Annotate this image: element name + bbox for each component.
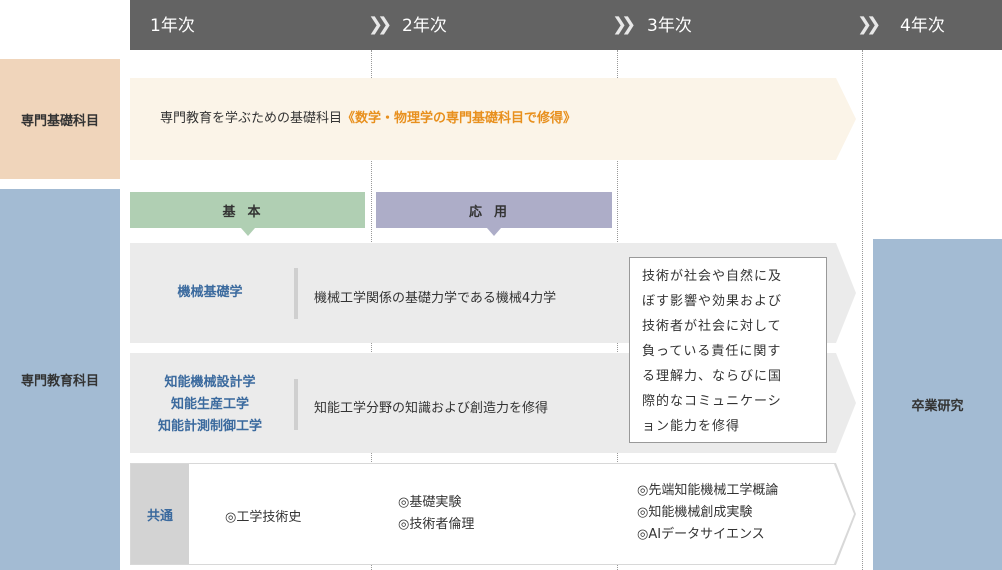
separator xyxy=(294,379,298,430)
basic-subjects-band: 専門教育を学ぶための基礎科目《数学・物理学の専門基礎科目で修得》 xyxy=(130,78,856,160)
chevron-icon: ❯❯ xyxy=(612,14,636,35)
tab-fundamental: 基本 xyxy=(130,192,365,228)
tab-applied: 応用 xyxy=(376,192,612,228)
row2-description: 知能工学分野の知識および創造力を修得 xyxy=(314,401,549,416)
outcome-line: る理解力、ならびに国 xyxy=(642,369,783,384)
chevron-icon: ❯❯ xyxy=(857,14,881,35)
category-basic-label: 専門基礎科目 xyxy=(0,59,120,179)
year-1-label: 1年次 xyxy=(150,16,195,36)
outcome-line: ぼす影響や効果および xyxy=(642,294,783,309)
common-subject: ◎工学技術史 xyxy=(225,510,302,525)
common-col-2: ◎基礎実験 ◎技術者倫理 xyxy=(398,492,474,536)
outcome-line: 技術者が社会に対して xyxy=(642,319,782,334)
common-label: 共通 xyxy=(131,464,189,564)
separator xyxy=(294,268,298,319)
common-subject: ◎技術者倫理 xyxy=(398,517,475,532)
common-subject: ◎先端知能機械工学概論 xyxy=(637,483,779,498)
row1-description: 機械工学関係の基礎力学である機械4力学 xyxy=(314,291,557,306)
common-col-3: ◎先端知能機械工学概論 ◎知能機械創成実験 ◎AIデータサイエンス xyxy=(637,480,778,546)
common-subjects-band xyxy=(131,464,854,564)
subject-intelligent-machine-design: 知能機械設計学 xyxy=(164,375,256,390)
tab-pointer xyxy=(241,228,255,236)
outcome-line: ョン能力を修得 xyxy=(642,419,741,434)
year-header xyxy=(130,0,1002,50)
outcome-line: 際的なコミュニケーシ xyxy=(642,394,782,409)
learning-outcome-box: 技術が社会や自然に及 ぼす影響や効果および 技術者が社会に対して 負っている責任… xyxy=(629,257,827,443)
basic-subjects-highlight: 《数学・物理学の専門基礎科目で修得》 xyxy=(342,111,577,126)
common-subject: ◎知能機械創成実験 xyxy=(637,505,753,520)
graduation-research-block: 卒業研究 xyxy=(873,239,1002,570)
subject-list-intelligent: 知能機械設計学 知能生産工学 知能計測制御工学 xyxy=(140,372,280,438)
category-specialized-label: 専門教育科目 xyxy=(0,189,120,570)
chevron-icon: ❯❯ xyxy=(368,14,392,35)
subject-intelligent-measurement-control: 知能計測制御工学 xyxy=(157,419,262,434)
outcome-line: 負っている責任に関す xyxy=(642,344,782,359)
common-subject: ◎基礎実験 xyxy=(398,495,462,510)
year-3-label: 3年次 xyxy=(647,16,692,36)
year-2-label: 2年次 xyxy=(402,16,447,36)
outcome-line: 技術が社会や自然に及 xyxy=(642,269,783,284)
year-4-label: 4年次 xyxy=(900,16,945,36)
grid-line xyxy=(862,50,863,570)
tab-pointer xyxy=(487,228,501,236)
common-subject: ◎AIデータサイエンス xyxy=(637,527,765,542)
common-col-1: ◎工学技術史 xyxy=(225,507,301,529)
subject-intelligent-production: 知能生産工学 xyxy=(170,397,249,412)
basic-subjects-text: 専門教育を学ぶための基礎科目《数学・物理学の専門基礎科目で修得》 xyxy=(160,111,577,126)
subject-mechanical-fundamentals: 機械基礎学 xyxy=(177,285,243,300)
